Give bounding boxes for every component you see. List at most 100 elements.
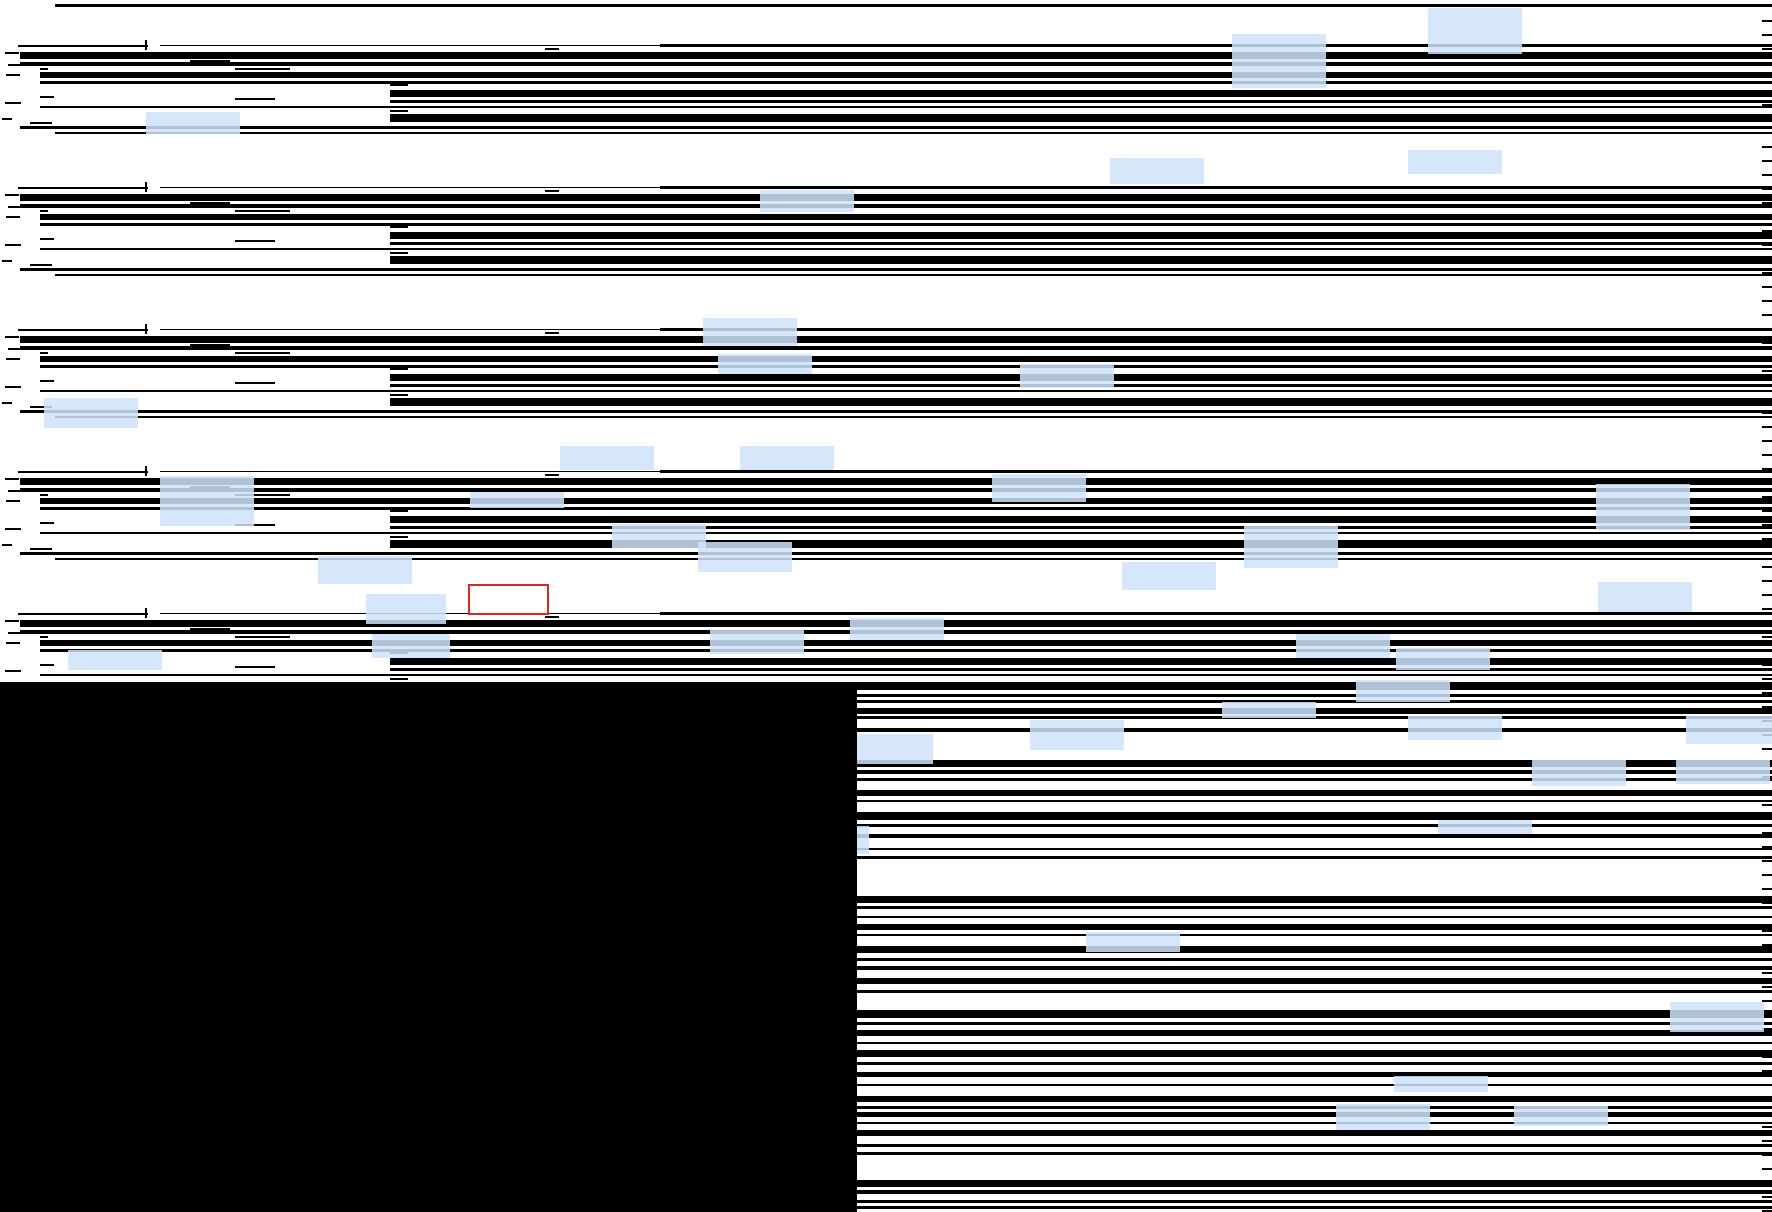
highlight-region (1296, 634, 1390, 658)
block-bar-4 (40, 81, 1772, 84)
glyph-mark (40, 210, 48, 212)
edge-mark (1762, 300, 1772, 302)
dark-panel (0, 682, 857, 1212)
edge-mark (1762, 174, 1772, 176)
right-bar (857, 728, 1772, 732)
edge-mark (1762, 370, 1772, 372)
edge-mark (1762, 426, 1772, 428)
right-bar (857, 1206, 1772, 1209)
edge-mark (1762, 454, 1772, 456)
highlight-region (857, 734, 933, 764)
glyph-mark (390, 84, 408, 86)
block-bar-7 (40, 106, 1772, 108)
edge-mark (1762, 888, 1772, 890)
highlight-region (1030, 720, 1124, 750)
edge-mark (1762, 692, 1772, 694)
highlight-region (740, 446, 834, 470)
right-bar (857, 770, 1772, 774)
glyph-mark (540, 402, 560, 404)
edge-mark (1762, 678, 1772, 680)
edge-mark (1762, 146, 1772, 148)
glyph-arrow (18, 329, 148, 331)
selection-box[interactable] (468, 584, 549, 615)
glyph-mark (235, 352, 290, 354)
glyph-mark (5, 336, 19, 338)
glyph-mark (235, 636, 290, 638)
glyph-mark (390, 226, 408, 228)
edge-mark (1762, 818, 1772, 820)
glyph-mark (235, 382, 275, 384)
block-bar-1 (20, 52, 1772, 59)
right-bar (857, 1042, 1772, 1044)
glyph-mark (30, 264, 52, 266)
right-bar (857, 966, 1772, 970)
edge-mark (1762, 258, 1772, 260)
highlight-region (318, 556, 412, 584)
glyph-mark (6, 642, 20, 644)
block-bar-5 (390, 658, 1772, 665)
block-bar-10 (55, 416, 1772, 418)
highlight-region (146, 112, 240, 134)
highlight-region (612, 524, 706, 548)
edge-mark (1762, 272, 1772, 274)
right-bar (857, 1030, 1772, 1036)
right-bar (857, 896, 1772, 903)
glyph-mark (390, 110, 408, 112)
glyph-arrow (18, 187, 148, 189)
edge-mark (1762, 510, 1772, 512)
highlight-region (718, 354, 812, 374)
edge-mark (1762, 1168, 1772, 1170)
edge-mark (1762, 972, 1772, 974)
edge-mark (1762, 1042, 1772, 1044)
right-bar (857, 1106, 1772, 1109)
block-bar-7 (40, 390, 1772, 392)
glyph-mark (390, 536, 408, 538)
edge-mark (1762, 580, 1772, 582)
block-bar-10 (55, 132, 1772, 134)
glyph-mark (30, 406, 52, 408)
edge-mark (1762, 958, 1772, 960)
right-bar (857, 1200, 1772, 1203)
right-bar (857, 1084, 1772, 1086)
glyph-mark (235, 524, 275, 526)
edge-mark (1762, 286, 1772, 288)
block-header-rule (160, 471, 660, 472)
edge-mark (1762, 552, 1772, 554)
edge-mark (1762, 90, 1772, 92)
glyph-mark (390, 678, 408, 680)
block-bar-3 (40, 498, 1772, 504)
block-header-rule (160, 45, 660, 46)
right-bar (857, 958, 1772, 961)
glyph-mark (465, 260, 485, 262)
glyph-mark (40, 522, 54, 524)
glyph-mark (2, 118, 12, 120)
glyph-arrow (190, 628, 230, 630)
glyph-mark (390, 394, 408, 396)
edge-mark (1762, 1154, 1772, 1156)
highlight-region (1232, 34, 1326, 88)
glyph-mark (5, 620, 19, 622)
glyph-mark (5, 52, 19, 54)
right-bar (857, 1062, 1772, 1065)
glyph-mark (5, 478, 19, 480)
edge-mark (1762, 188, 1772, 190)
edge-mark (1762, 636, 1772, 638)
glyph-mark (235, 494, 290, 496)
right-bar (857, 1050, 1772, 1057)
glyph-notch (145, 324, 147, 334)
block-bar-5 (390, 232, 1772, 239)
block-bar-7 (40, 248, 1772, 250)
glyph-mark (2, 260, 12, 262)
highlight-region (710, 630, 804, 654)
highlight-region (1356, 680, 1450, 702)
edge-mark (1762, 1070, 1772, 1072)
right-bar (857, 778, 1772, 781)
edge-mark (1762, 1014, 1772, 1016)
block-bar-1 (20, 194, 1772, 201)
edge-mark (1762, 1182, 1772, 1184)
glyph-mark (8, 632, 20, 634)
block-bar-1 (20, 478, 1772, 485)
glyph-mark (2, 402, 12, 404)
edge-mark (1762, 48, 1772, 50)
highlight-region (1020, 364, 1114, 388)
